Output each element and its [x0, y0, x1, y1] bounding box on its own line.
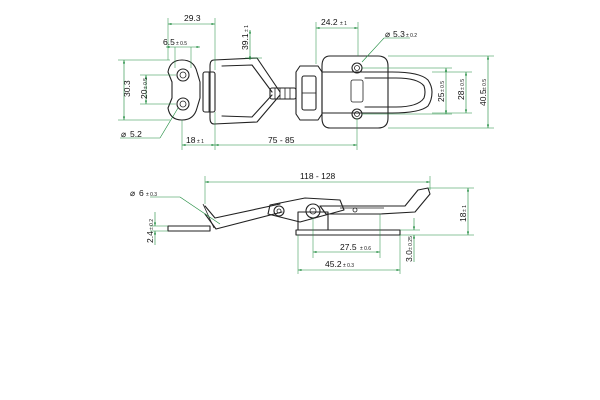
right-hole-bottom	[351, 108, 363, 120]
dim-28-tol: ± 0.5	[460, 79, 466, 90]
dim-30-3: 30.3	[122, 80, 132, 97]
hook-lever	[321, 71, 433, 114]
dim-24-2-tol: ± 1	[340, 21, 347, 27]
side-pivot-left	[273, 205, 285, 217]
dim-20-tol: ± 0.5	[143, 78, 149, 89]
left-hole-top	[176, 68, 190, 82]
top-view-dimensions: 29.3 6.5 ± 0.5 39.1 ± 1 24.2 ± 1 ⌀ 5.3 ±…	[118, 13, 494, 150]
dim-5-3: 5.3	[393, 29, 405, 39]
dim-45-2-tol: ± 0.3	[343, 263, 354, 269]
side-view-latch	[167, 187, 431, 236]
dim-18-side: 18	[458, 212, 468, 222]
dim-5-3-tol: ± 0.2	[406, 33, 417, 39]
dim-18-top: 18	[186, 135, 196, 145]
dim-5-3-symbol: ⌀	[385, 29, 391, 39]
dim-40-5-tol: ± 0.5	[482, 79, 488, 90]
dim-29-3: 29.3	[184, 13, 201, 23]
dim-3-0: 3.0	[404, 250, 414, 262]
top-view-latch	[167, 55, 433, 129]
side-wire-loop	[204, 203, 283, 230]
threaded-rod	[269, 87, 297, 100]
dim-6-5: 6.5	[163, 37, 175, 47]
dim-118-128: 118 - 128	[300, 171, 336, 181]
dim-20: 20	[139, 89, 149, 99]
side-pivot-right	[305, 203, 321, 219]
dim-24-2: 24.2	[321, 17, 338, 27]
dim-2-4-tol: ± 0.2	[149, 219, 155, 230]
dim-39-1: 39.1	[240, 33, 250, 50]
dim-25: 25	[436, 92, 446, 102]
right-hook-plate	[321, 55, 389, 129]
side-lever-arm	[267, 197, 345, 223]
left-hole-bottom	[176, 97, 190, 111]
dim-6: 6	[139, 188, 144, 198]
left-mount-plate	[167, 59, 201, 121]
dim-27-5: 27.5	[340, 242, 357, 252]
dim-39-1-tol: ± 1	[244, 25, 250, 32]
dim-5-2: 5.2	[130, 129, 142, 139]
dim-45-2: 45.2	[325, 259, 342, 269]
dim-18-side-tol: ± 1	[462, 205, 468, 212]
dim-75-85: 75 - 85	[268, 135, 295, 145]
dim-3-0-tol: ± 0.25	[408, 236, 414, 250]
dim-5-2-symbol: ⌀	[121, 129, 127, 139]
dim-18-top-tol: ± 1	[197, 139, 204, 145]
side-base-plate-left	[167, 225, 211, 232]
dim-2-4: 2.4	[145, 231, 155, 243]
side-hook-handle	[319, 187, 431, 215]
dim-6-tol: ± 0.3	[146, 192, 157, 198]
pivot-block	[295, 65, 323, 121]
dim-25-tol: ± 0.5	[440, 81, 446, 92]
dim-28: 28	[456, 90, 466, 100]
dim-6-symbol: ⌀	[130, 188, 136, 198]
side-view-dimensions: 118 - 128 ⌀ 6 ± 0.3 2.4 ± 0.2 18 ± 1 27.…	[130, 171, 474, 274]
dim-6-5-tol: ± 0.5	[176, 41, 187, 47]
dim-40-5: 40.5	[478, 89, 488, 106]
dim-27-5-tol: ± 0.6	[360, 246, 371, 252]
